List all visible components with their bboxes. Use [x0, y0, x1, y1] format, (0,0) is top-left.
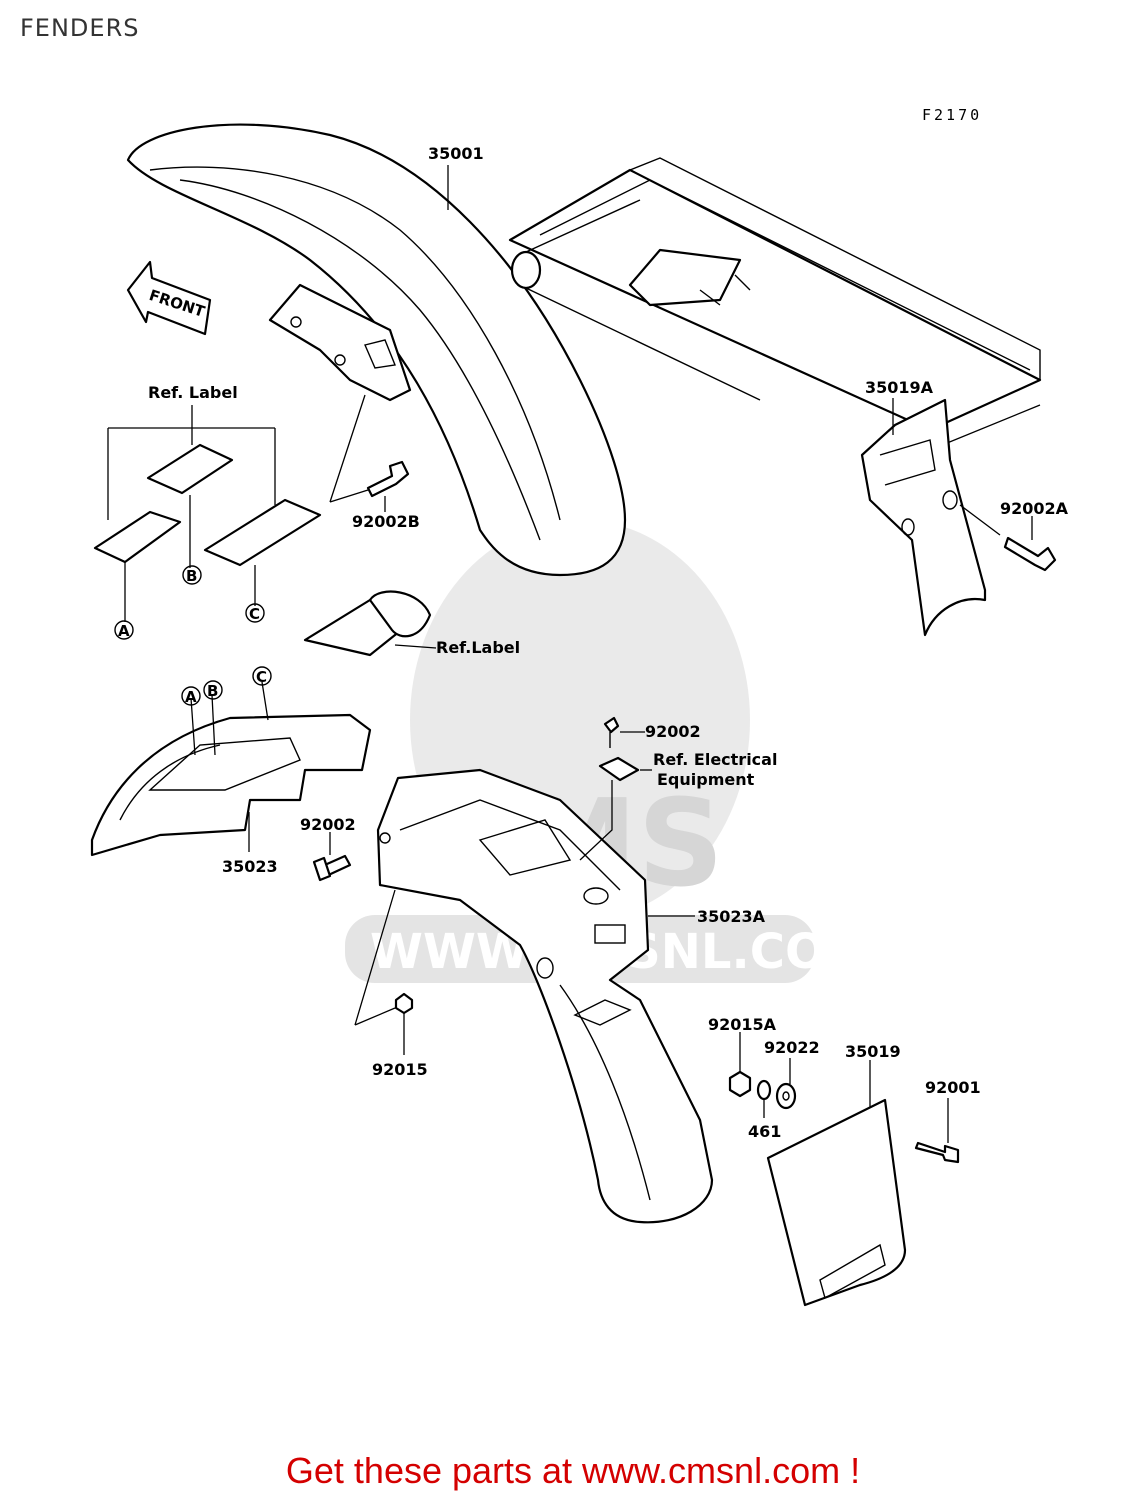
part-number-92002A: 92002A: [1000, 499, 1069, 518]
front-direction-arrow: FRONT: [126, 260, 212, 336]
nut-92015A: [728, 1070, 752, 1098]
front-fender: [126, 123, 627, 577]
part-number-92001: 92001: [925, 1078, 981, 1097]
ref-label-mid: Ref.Label: [436, 638, 520, 657]
callout-b-top: B: [207, 682, 218, 700]
ref-label-top: Ref. Label: [148, 383, 238, 402]
ref-label-group: Ref. Label A B C: [93, 383, 322, 640]
bolt-92002-top: [598, 716, 640, 782]
ref-label-sticker: Ref.Label: [303, 590, 520, 657]
nut-92015: [394, 992, 414, 1015]
part-number-35019A: 35019A: [865, 378, 934, 397]
callout-c-bottom: C: [249, 605, 260, 623]
call-to-action-link[interactable]: Get these parts at www.cmsnl.com !: [285, 1450, 861, 1491]
bolt-92002A: [1003, 536, 1057, 572]
bolt-92002B: [366, 460, 410, 498]
ref-electrical-line1: Ref. Electrical: [653, 750, 777, 769]
rear-bracket: [860, 398, 987, 637]
rear-fender: [376, 768, 714, 1224]
mudflap: [766, 1098, 907, 1307]
figure-code: F2170: [922, 106, 982, 124]
bolt-92001: [914, 1141, 960, 1164]
part-number-35023: 35023: [222, 857, 278, 876]
callout-c-top: C: [256, 668, 267, 686]
page-title: FENDERS: [20, 14, 140, 42]
part-number-35023A: 35023A: [697, 907, 766, 926]
washer-461: [756, 1079, 772, 1101]
callout-a-bottom: A: [118, 622, 130, 640]
part-number-92022: 92022: [764, 1038, 820, 1057]
callout-a-top: A: [185, 688, 197, 706]
part-number-35001: 35001: [428, 144, 484, 163]
part-number-92015: 92015: [372, 1060, 428, 1079]
callout-b-bottom: B: [186, 567, 197, 585]
part-number-92002-top: 92002: [645, 722, 701, 741]
part-number-92015A: 92015A: [708, 1015, 777, 1034]
part-number-92002B: 92002B: [352, 512, 420, 531]
part-number-92002-left: 92002: [300, 815, 356, 834]
ref-electrical-line2: Equipment: [657, 770, 755, 789]
part-number-461: 461: [748, 1122, 781, 1141]
front-fender-inner: A B C: [90, 666, 372, 857]
bolt-92002-left: [312, 854, 352, 882]
part-number-35019: 35019: [845, 1042, 901, 1061]
rear-frame: [508, 157, 1042, 432]
washer-92022: [775, 1082, 797, 1110]
